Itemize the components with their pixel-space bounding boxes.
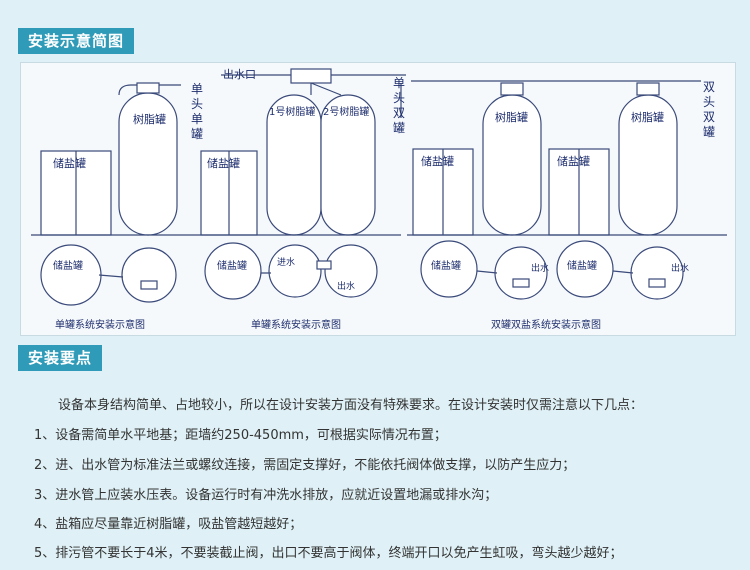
resin-tank-1-label: 1号树脂罐 — [269, 105, 315, 118]
resin-tank-label: 树脂罐 — [495, 110, 528, 124]
brine-tank-top-view — [556, 240, 614, 298]
diagram-caption-3: 双罐双盐系统安装示意图 — [491, 318, 601, 331]
brine-tank-top-view — [40, 244, 102, 306]
resin-tank-2-label: 2号树脂罐 — [323, 105, 369, 118]
water-outlet-label: 出水口 — [223, 67, 256, 81]
resin-tank-1-top-view — [268, 244, 322, 298]
list-item: 3、进水管上应装水压表。设备运行时有冲洗水排放，应就近设置地漏或排水沟； — [34, 488, 498, 503]
brine-tank-top-view — [204, 242, 262, 300]
brine-tank-label: 储盐罐 — [53, 259, 83, 272]
pipe — [118, 84, 181, 96]
brine-tank-top-view — [420, 240, 478, 298]
diagram-drawing: 出水口 树脂罐 储盐罐 储盐罐 1号树脂罐 2号树脂罐 储盐罐 树脂罐 储盐罐 … — [31, 67, 727, 331]
diagram-caption-2: 单罐系统安装示意图 — [251, 318, 341, 331]
brine-tank-label: 储盐罐 — [53, 156, 86, 170]
brine-tank-label: 储盐罐 — [557, 154, 590, 168]
resin-tank-label: 树脂罐 — [133, 112, 166, 126]
brine-tank-label: 储盐罐 — [207, 156, 240, 170]
list-item: 5、排污管不要长于4米，不要装截止阀，出口不要高于阀体，终端开口以免产生虹吸，弯… — [34, 546, 623, 561]
list-item: 1、设备需简单水平地基；距墙约250-450mm，可根据实际情况布置； — [34, 428, 447, 443]
single-head-double-tank-label: 单头双罐 — [393, 76, 405, 135]
double-head-double-tank-label: 双头双罐 — [703, 80, 715, 139]
control-valve — [290, 68, 332, 84]
outlet-label: 出水 — [337, 280, 355, 292]
brine-tank-label: 储盐罐 — [217, 259, 247, 272]
diagram-caption-1: 单罐系统安装示意图 — [55, 318, 145, 331]
outlet-label: 出水 — [671, 262, 689, 274]
list-item: 2、进、出水管为标准法兰或螺纹连接，需固定支撑好，不能依托阀体做支撑，以防产生应… — [34, 458, 576, 473]
brine-tank-label: 储盐罐 — [431, 259, 461, 272]
brine-tank-label: 储盐罐 — [421, 154, 454, 168]
brine-tank-label: 储盐罐 — [567, 259, 597, 272]
outlet-label: 出水 — [531, 262, 549, 274]
intro-paragraph: 设备本身结构简单、占地较小，所以在设计安装方面没有特殊要求。在设计安装时仅需注意… — [58, 398, 644, 413]
installation-diagram: 出水口 树脂罐 储盐罐 储盐罐 1号树脂罐 2号树脂罐 储盐罐 树脂罐 储盐罐 … — [20, 62, 736, 336]
resin-tank-2-top-view — [324, 244, 378, 298]
resin-tank-top-view — [121, 247, 177, 303]
list-item: 4、盐箱应尽量靠近树脂罐，吸盐管越短越好； — [34, 517, 303, 532]
resin-tank-label: 树脂罐 — [631, 110, 664, 124]
inlet-label: 进水 — [277, 256, 295, 268]
section-title-install-points: 安装要点 — [18, 345, 103, 371]
section-title-install-diagram: 安装示意简图 — [18, 28, 135, 54]
single-head-single-tank-label: 单头单罐 — [191, 82, 203, 141]
